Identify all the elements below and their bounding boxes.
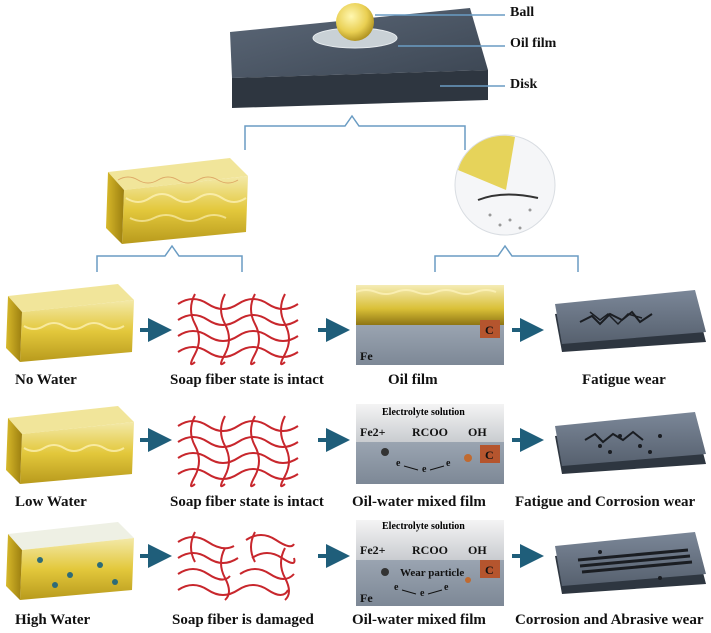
row3-soap-label: Soap fiber is damaged: [172, 612, 314, 628]
row1-wear-label: Fatigue wear: [582, 372, 666, 388]
flow-arrows: [140, 318, 544, 568]
magnified-contact: [454, 134, 556, 236]
row2-e-label-1: e: [396, 458, 401, 469]
row2-c-label: C: [485, 448, 494, 462]
row2-soap-label: Soap fiber state is intact: [170, 494, 324, 510]
right-bracket: [434, 244, 579, 272]
row3-e-label-1: e: [394, 582, 399, 593]
row2-e-label-2: e: [422, 464, 427, 475]
disk-label: Disk: [510, 77, 538, 92]
row1-soap-label: Soap fiber state is intact: [170, 372, 324, 388]
row2-wear-label: Fatigue and Corrosion wear: [515, 494, 696, 510]
disk-front-face: [232, 70, 488, 108]
row3-rcoo-label: RCOO: [412, 543, 448, 557]
row3-wear-disk: [555, 532, 706, 594]
row3-fe-label: Fe: [360, 591, 373, 605]
row1-grease: [6, 284, 134, 362]
top-bracket: [244, 114, 466, 150]
row2-wear-disk: [555, 412, 706, 474]
row2-e-label-3: e: [446, 458, 451, 469]
top-disk-assembly: [230, 3, 505, 108]
left-bracket: [96, 244, 243, 272]
row3-e-label-2: e: [420, 588, 425, 599]
grease-block-mid: [106, 158, 248, 244]
row2-rcoo-label: RCOO: [412, 425, 448, 439]
row3-water-label: High Water: [15, 612, 91, 628]
row3-film-block: Electrolyte solution Fe2+ RCOO OH Wear p…: [356, 520, 504, 606]
row1-film-block: C Fe: [355, 285, 504, 365]
row3-soap-fibers: [177, 531, 296, 601]
row3-fe-ion-label: Fe2+: [360, 543, 386, 557]
row2-film-block: Electrolyte solution Fe2+ RCOO OH C e e …: [356, 404, 504, 484]
row3-electrolyte-label: Electrolyte solution: [382, 521, 465, 532]
row2-oh-label: OH: [468, 425, 487, 439]
row3-oh-label: OH: [468, 543, 487, 557]
ball-label: Ball: [510, 5, 535, 20]
row3-e-label-3: e: [444, 582, 449, 593]
oil-film-label: Oil film: [510, 36, 557, 51]
row2-fe-ion-label: Fe2+: [360, 425, 386, 439]
row1-film-label: Oil film: [388, 372, 438, 388]
row2-electrolyte-label: Electrolyte solution: [382, 407, 465, 418]
row2-grease: [6, 406, 134, 484]
row3-grease: [6, 522, 134, 600]
row3-wear-label: Corrosion and Abrasive wear: [515, 612, 704, 628]
row1-fe-label: Fe: [360, 349, 373, 363]
row3-wear-particle-label: Wear particle: [400, 567, 464, 579]
row1-soap-fibers: [177, 293, 299, 366]
row1-wear-disk: [555, 290, 706, 352]
row3-c-label: C: [485, 563, 494, 577]
row2-soap-fibers: [177, 415, 299, 488]
row2-film-label: Oil-water mixed film: [352, 494, 486, 510]
row2-water-label: Low Water: [15, 494, 87, 510]
row1-c-label: C: [485, 323, 494, 337]
row3-film-label: Oil-water mixed film: [352, 612, 486, 628]
row1-water-label: No Water: [15, 372, 77, 388]
ball: [336, 3, 374, 41]
